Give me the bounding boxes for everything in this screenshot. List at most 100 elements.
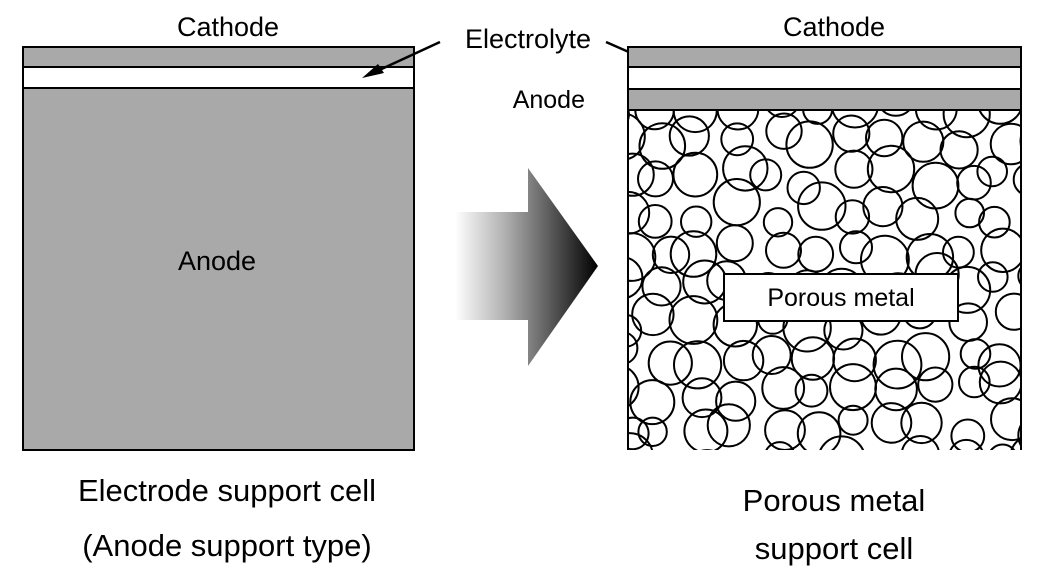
metal-particle xyxy=(749,158,783,192)
metal-particle xyxy=(1035,233,1055,265)
metal-particle xyxy=(681,377,723,419)
metal-particle xyxy=(901,332,951,382)
electrolyte-pointer-left xyxy=(372,40,441,75)
metal-particle xyxy=(706,403,751,448)
metal-particle xyxy=(1023,296,1051,324)
metal-particle xyxy=(1024,345,1055,389)
metal-particle xyxy=(1034,370,1055,402)
metal-particle xyxy=(901,435,940,450)
left-caption-line1: Electrode support cell xyxy=(78,473,376,508)
metal-particle xyxy=(1017,265,1021,286)
metal-particle xyxy=(949,438,984,450)
metal-particle xyxy=(628,332,639,364)
metal-particle xyxy=(637,416,668,447)
metal-particle xyxy=(870,402,913,444)
metal-particle xyxy=(994,292,1021,331)
metal-particle xyxy=(990,397,1021,442)
porous-metal-label: Porous metal xyxy=(767,284,914,312)
metal-particle xyxy=(834,149,874,189)
metal-particle xyxy=(634,110,675,131)
metal-particle xyxy=(794,373,829,408)
metal-particle xyxy=(958,365,991,399)
metal-particle xyxy=(641,266,682,307)
metal-particle xyxy=(834,199,871,235)
metal-particle xyxy=(712,178,761,227)
metal-particle xyxy=(628,416,650,450)
metal-particle xyxy=(797,235,835,273)
metal-particle xyxy=(942,235,975,269)
left-anode-layer xyxy=(22,87,415,451)
metal-particle xyxy=(637,160,674,198)
metal-particle xyxy=(672,151,719,198)
metal-particle xyxy=(637,204,673,239)
metal-particle xyxy=(862,186,904,228)
metal-particle xyxy=(797,181,847,231)
metal-particle xyxy=(638,122,687,170)
metal-particle xyxy=(917,366,954,403)
metal-particle xyxy=(1020,80,1054,114)
metal-particle xyxy=(643,454,679,490)
metal-particle xyxy=(911,161,960,210)
metal-particle xyxy=(673,340,723,390)
porous-metal-region xyxy=(628,80,1055,490)
metal-particle xyxy=(900,401,943,445)
porous-metal-particles xyxy=(628,80,1055,490)
metal-particle xyxy=(647,340,693,386)
metal-particle xyxy=(715,224,754,263)
metal-particle xyxy=(839,230,873,265)
metal-particle xyxy=(942,110,991,139)
metal-particle xyxy=(761,366,806,410)
metal-particle xyxy=(668,115,710,157)
metal-particle xyxy=(628,367,640,408)
left-cathode-layer xyxy=(22,46,415,68)
porous-metal-support-cell: Cathode Anode Porous metal Porous metal … xyxy=(513,12,1055,566)
metal-particle xyxy=(880,110,911,117)
metal-particle xyxy=(956,164,992,201)
metal-particle xyxy=(1010,437,1021,450)
left-cathode-label: Cathode xyxy=(177,12,279,42)
right-cathode-label: Cathode xyxy=(783,12,885,42)
metal-particle xyxy=(976,155,1009,188)
transition-arrow xyxy=(455,168,598,366)
metal-particle xyxy=(1019,133,1021,150)
electrolyte-arrowhead-left xyxy=(362,64,384,78)
metal-particle xyxy=(837,404,869,436)
metal-particle xyxy=(720,122,755,157)
metal-particle xyxy=(715,380,757,422)
metal-particle xyxy=(872,339,923,390)
metal-particle xyxy=(832,337,877,383)
metal-particle xyxy=(669,230,718,278)
electrolyte-label: Electrolyte xyxy=(465,24,591,54)
metal-particle xyxy=(819,435,865,450)
metal-particle xyxy=(722,145,769,192)
metal-particle xyxy=(631,292,675,337)
metal-particle xyxy=(829,363,877,412)
metal-particle xyxy=(628,257,644,299)
metal-particle xyxy=(978,360,1021,405)
metal-particle xyxy=(1031,207,1055,236)
right-electrolyte-layer xyxy=(627,66,1022,90)
metal-particle xyxy=(628,113,646,160)
electrode-support-cell: Cathode Anode Electrode support cell (An… xyxy=(22,12,415,563)
right-cathode-layer xyxy=(627,46,1022,68)
left-electrolyte-layer xyxy=(22,66,415,89)
metal-particle xyxy=(831,110,879,129)
left-caption-line2: (Anode support type) xyxy=(82,528,372,563)
metal-particle xyxy=(802,110,834,125)
metal-particle xyxy=(680,205,713,238)
metal-particle xyxy=(668,295,719,345)
metal-particle xyxy=(765,441,795,450)
metal-particle xyxy=(762,207,794,238)
metal-particle xyxy=(950,418,986,450)
metal-particle xyxy=(700,449,714,450)
metal-particle xyxy=(865,118,904,158)
metal-particle xyxy=(832,114,871,153)
metal-particle xyxy=(954,197,986,229)
metal-particle xyxy=(628,232,657,282)
metal-particle xyxy=(959,338,992,370)
metal-particle xyxy=(765,112,803,150)
metal-particle xyxy=(651,235,691,275)
metal-particle xyxy=(751,335,792,375)
metal-particle xyxy=(785,120,834,169)
